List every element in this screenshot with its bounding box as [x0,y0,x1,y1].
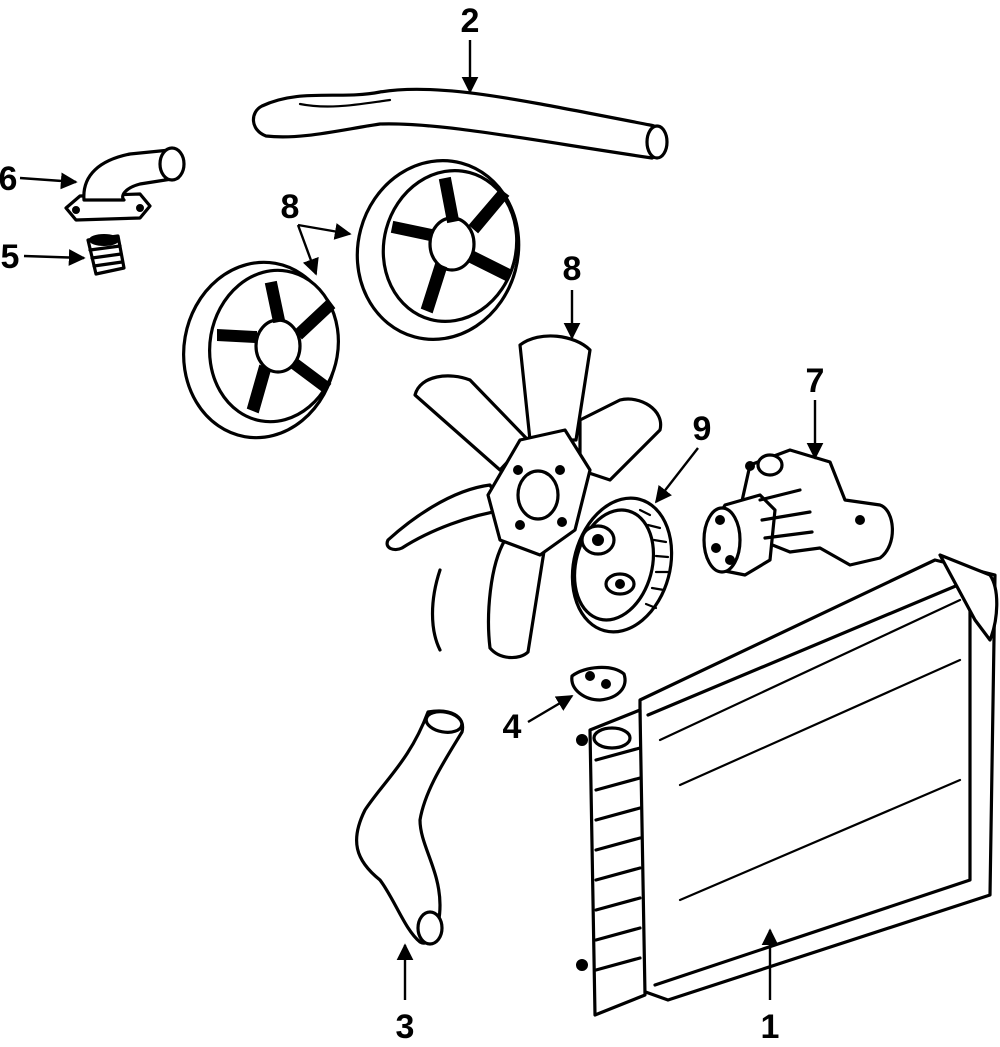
lower-radiator-hose [355,709,465,946]
callout-9: 9 [693,410,712,448]
thermostat-outlet [64,146,186,222]
callout-4: 4 [503,708,522,746]
callout-6: 5 [1,238,20,276]
callout-1: 1 [761,1008,780,1046]
fan-clutch [570,496,674,634]
cooling-fan [385,334,663,660]
callout-7: 6 [0,160,17,198]
callout-2: 2 [461,2,480,40]
upper-radiator-hose [251,87,669,160]
callout-3: 3 [396,1008,415,1046]
pulley-upper [355,159,521,341]
thermostat [86,234,126,276]
small-component [570,665,627,702]
callout-8-pulleys: 8 [281,188,300,226]
callout-5: 7 [806,362,825,400]
callout-labels: 2 6 5 8 8 9 7 4 3 1 [0,2,824,1046]
water-pump [702,448,894,577]
pulley-lower [182,260,340,440]
radiator [576,553,999,1017]
leader-lines [19,40,824,1000]
callout-8-fan: 8 [563,250,582,288]
